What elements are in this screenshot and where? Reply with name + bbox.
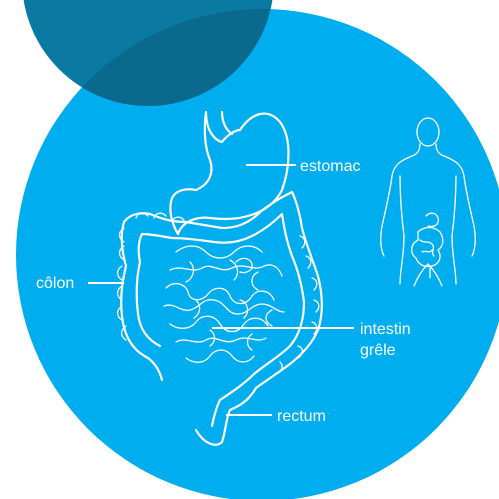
small-intestine-label-line2: grêle: [360, 342, 396, 359]
rectum-label: rectum: [277, 408, 326, 425]
small-intestine-label-line1: intestin: [360, 321, 411, 338]
stomach-label: estomac: [300, 158, 360, 175]
colon-label: côlon: [36, 275, 74, 292]
